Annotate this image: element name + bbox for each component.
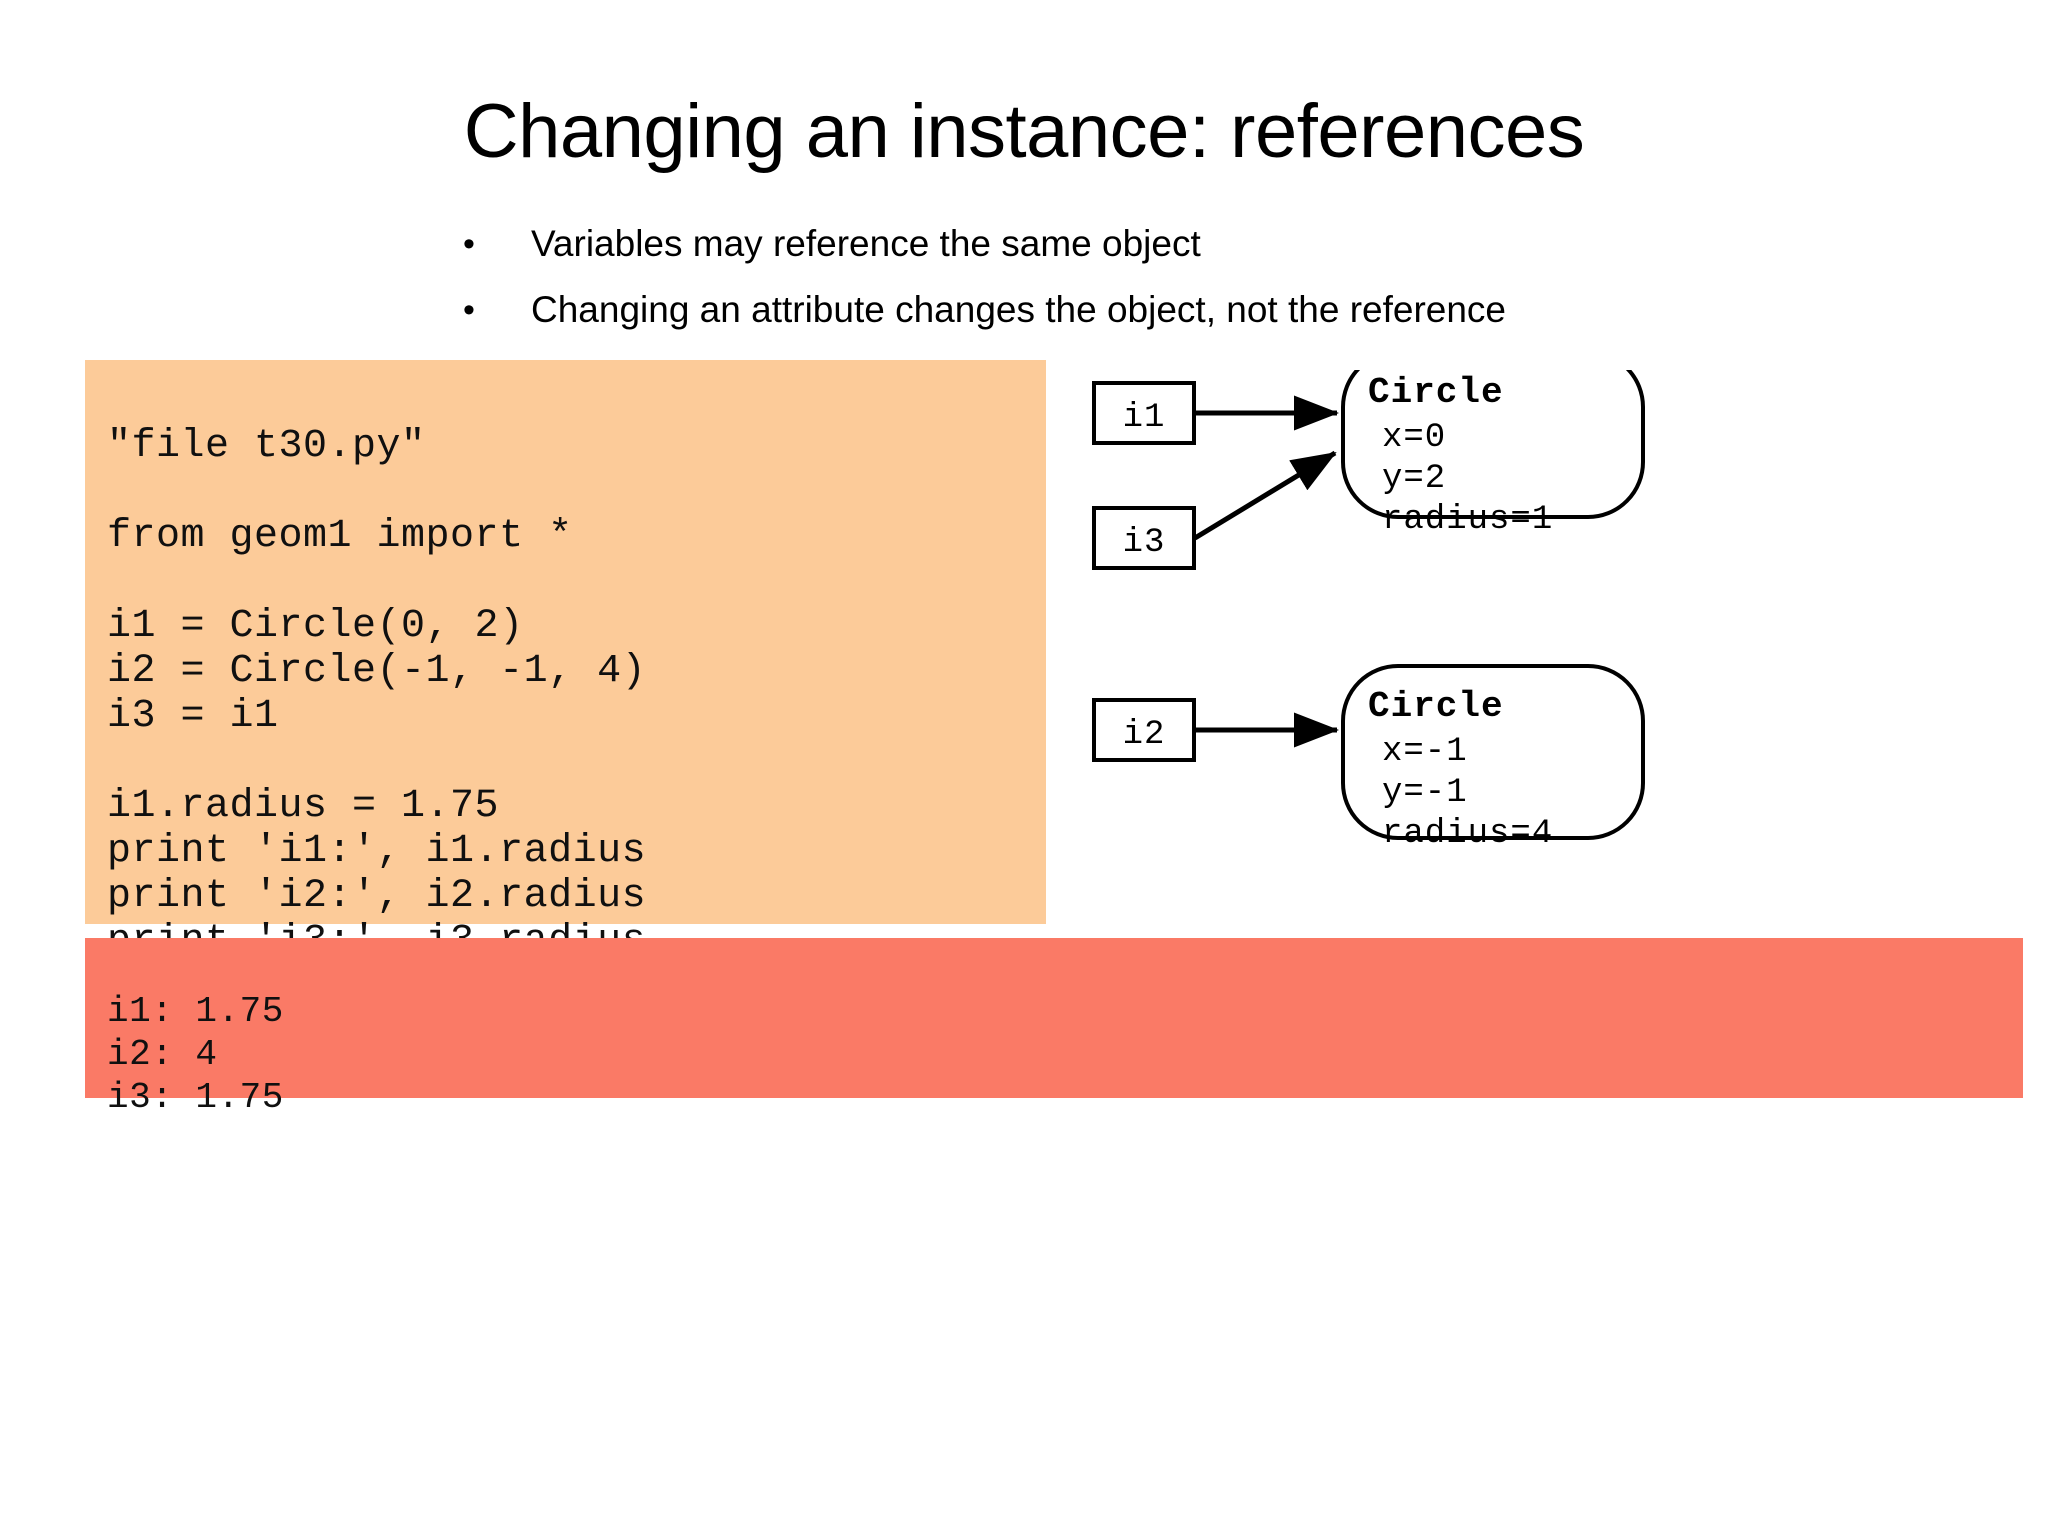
object-attr-y: y=-1 — [1382, 774, 1468, 812]
object-title-circle-1: Circle — [1368, 372, 1504, 413]
object-attr-radius: radius=4 — [1382, 815, 1553, 853]
variable-label-i1: i1 — [1123, 399, 1166, 437]
bullet-dot-icon: • — [463, 225, 475, 263]
program-output: i1: 1.75 i2: 4 i3: 1.75 — [107, 991, 284, 1118]
variable-box-i3: i3 — [1092, 506, 1196, 570]
object-box-circle-1: Circle x=0 y=2 radius=1 — [1341, 370, 1645, 539]
bullet-item: • Changing an attribute changes the obje… — [455, 288, 1755, 334]
output-block: i1: 1.75 i2: 4 i3: 1.75 — [85, 938, 2023, 1118]
object-title-circle-2: Circle — [1368, 686, 1504, 727]
variable-box-i1: i1 — [1092, 381, 1196, 445]
object-box-circle-2: Circle x=-1 y=-1 radius=4 — [1341, 664, 1645, 853]
page-title: Changing an instance: references — [463, 89, 1585, 174]
variable-label-i2: i2 — [1123, 716, 1166, 754]
variable-label-i3: i3 — [1123, 524, 1166, 562]
object-attr-x: x=0 — [1382, 419, 1446, 457]
bullet-text: Variables may reference the same object — [531, 223, 1201, 264]
reference-diagram: i1 i3 i2 Circle x=0 y=2 radius=1 — [1090, 370, 1830, 900]
object-attr-y: y=2 — [1382, 460, 1446, 498]
bullet-dot-icon: • — [463, 291, 475, 329]
variable-box-i2: i2 — [1092, 698, 1196, 762]
bullet-list: • Variables may reference the same objec… — [455, 222, 1755, 354]
code-block: "file t30.py" from geom1 import * i1 = C… — [85, 360, 1046, 964]
object-attr-radius: radius=1 — [1382, 501, 1553, 539]
bullet-item: • Variables may reference the same objec… — [455, 222, 1755, 268]
object-attr-x: x=-1 — [1382, 733, 1468, 771]
arrow-i3-to-circle1 — [1193, 450, 1337, 541]
bullet-text: Changing an attribute changes the object… — [531, 289, 1507, 330]
code-listing: "file t30.py" from geom1 import * i1 = C… — [107, 424, 647, 964]
